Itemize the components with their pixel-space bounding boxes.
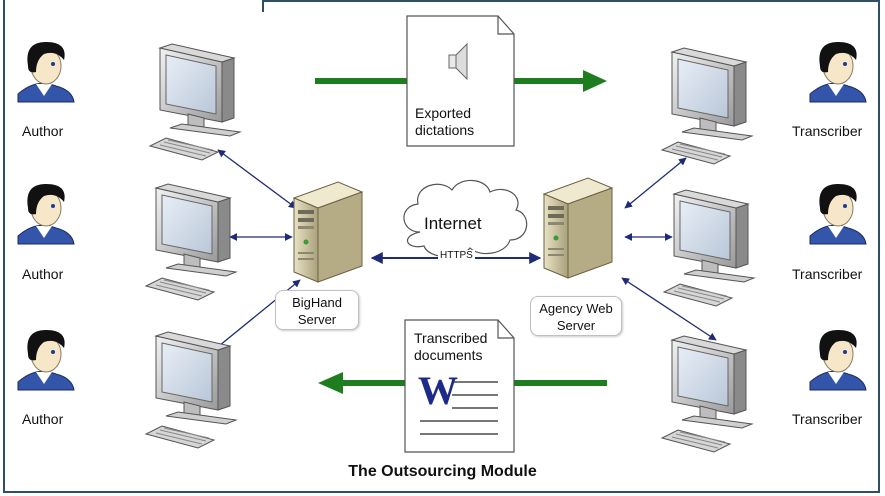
computer-icon: [661, 335, 753, 453]
link-right-bottom: [621, 277, 717, 341]
person-icon: [17, 183, 75, 245]
person-icon: [17, 329, 75, 391]
transcriber-label-2: Transcriber: [792, 266, 863, 282]
frame-top-edge: [262, 0, 880, 2]
frame-notch: [262, 0, 264, 12]
agency-server-line1: Agency Web: [539, 301, 613, 316]
computer-icon: [145, 183, 237, 301]
computer-icon: [149, 43, 241, 161]
author-label-1: Author: [22, 123, 64, 139]
author-label-2: Author: [22, 266, 64, 282]
link-right-top: [624, 157, 687, 209]
transcribed-doc-line1: Transcribed: [414, 330, 488, 346]
word-icon: W: [418, 368, 458, 413]
transcriber-label-1: Transcriber: [792, 123, 863, 139]
exported-doc-label: Exported dictations: [415, 105, 474, 139]
person-icon: [809, 183, 867, 245]
diagram-title: The Outsourcing Module: [348, 463, 537, 480]
author-label-3: Author: [22, 411, 64, 427]
computer-icon: [663, 189, 755, 307]
agency-server-line2: Server: [556, 318, 596, 333]
cloud-icon: [403, 179, 528, 258]
export-flow-arrowhead: [583, 70, 607, 92]
bighand-server-label: BigHand Server: [275, 290, 359, 330]
agency-server-label: Agency Web Server: [530, 296, 622, 336]
person-icon: [809, 41, 867, 103]
link-left-top: [217, 149, 297, 209]
exported-doc-line2: dictations: [415, 122, 475, 138]
document-icon: [406, 15, 515, 147]
exported-doc-line1: Exported: [415, 105, 472, 121]
diagram-frame: [3, 0, 880, 493]
person-icon: [809, 329, 867, 391]
https-label: HTTPS: [438, 250, 475, 261]
transcribed-doc-label: Transcribed documents: [414, 330, 487, 364]
computer-icon: [661, 47, 753, 165]
return-flow-arrowhead: [318, 372, 343, 394]
document-icon: [404, 319, 515, 453]
transcriber-label-3: Transcriber: [792, 411, 863, 427]
cloud-label: Internet: [424, 214, 482, 233]
server-icon: [543, 177, 613, 279]
person-icon: [17, 41, 75, 103]
speaker-icon: [448, 42, 468, 81]
transcribed-doc-line2: documents: [414, 347, 483, 363]
bighand-server-line2: Server: [297, 312, 337, 327]
computer-icon: [145, 331, 237, 449]
server-icon: [293, 181, 363, 283]
bighand-server-line1: BigHand: [292, 295, 342, 310]
